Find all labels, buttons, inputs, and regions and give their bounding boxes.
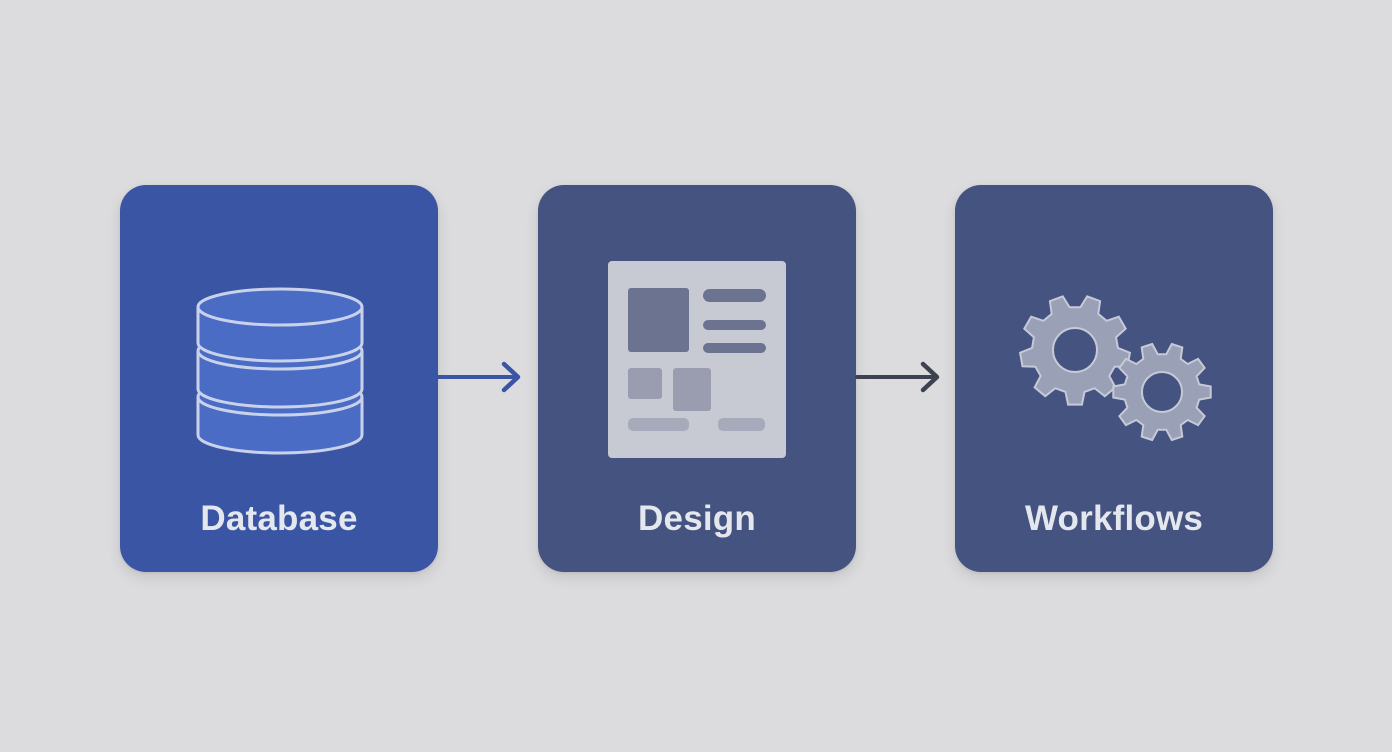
arrow-icon	[436, 361, 521, 393]
step-card-workflows: Workflows	[955, 185, 1273, 572]
step-label-design: Design	[638, 499, 756, 538]
gears-icon	[955, 247, 1273, 477]
layout-icon	[538, 247, 856, 477]
database-icon	[120, 247, 438, 477]
arrow-icon	[855, 361, 940, 393]
step-label-workflows: Workflows	[1024, 499, 1204, 538]
step-card-design: Design	[538, 185, 856, 572]
step-card-database: Database	[120, 185, 438, 572]
step-label-database: Database	[200, 499, 358, 538]
